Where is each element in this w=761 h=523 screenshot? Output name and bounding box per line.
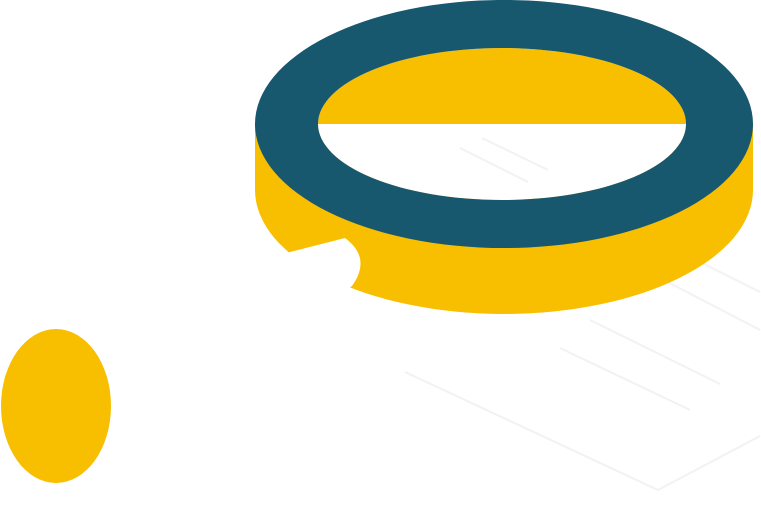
- lens-ring-top: [255, 0, 753, 248]
- document-line-3: [699, 261, 761, 293]
- handle-body: [60, 238, 361, 452]
- document-line-2: [481, 137, 549, 171]
- document-line-1: [459, 147, 529, 183]
- handle-end-cap: [1, 329, 111, 483]
- document-line-5: [559, 347, 691, 411]
- document-sheet: [404, 137, 761, 492]
- lens-ring-inner-wall: [320, 55, 686, 124]
- document-line-4: [589, 319, 721, 385]
- document-outline: [404, 277, 761, 492]
- lens-ring-side: [255, 48, 753, 314]
